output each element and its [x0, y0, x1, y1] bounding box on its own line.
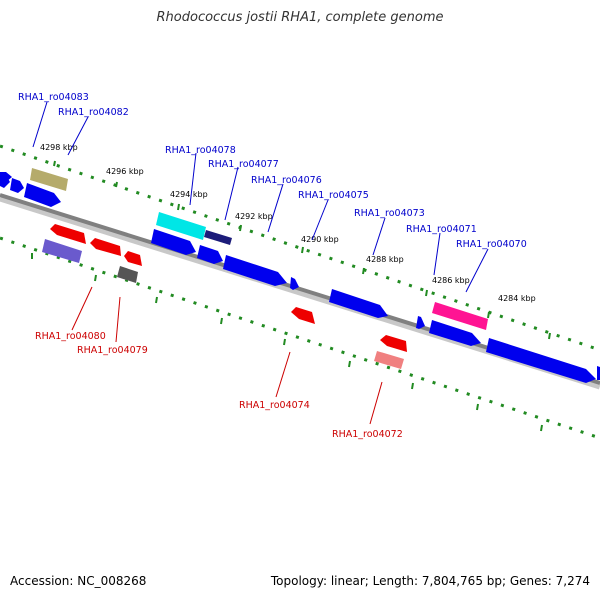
gene-arrow-reverse[interactable]: [124, 251, 142, 266]
gene-block-ro04083[interactable]: [30, 168, 68, 191]
gene-arrow[interactable]: [24, 183, 61, 207]
gene-block-ro04077[interactable]: [204, 230, 232, 245]
forward-gene-labels: RHA1_ro04083 RHA1_ro04082 RHA1_ro04078 R…: [18, 92, 527, 250]
tick-label: 4290 kbp: [301, 235, 339, 244]
gene-arrow-reverse[interactable]: [380, 335, 407, 352]
gene-arrow[interactable]: [416, 316, 425, 329]
gene-label: RHA1_ro04079: [77, 345, 148, 356]
gene-label: RHA1_ro04076: [251, 175, 322, 186]
genome-summary-text: Topology: linear; Length: 7,804,765 bp; …: [270, 574, 590, 588]
gene-arrow[interactable]: [290, 277, 299, 290]
gene-label: RHA1_ro04080: [35, 331, 106, 342]
gene-arrow[interactable]: [10, 178, 24, 193]
map-title: Rhodococcus jostii RHA1, complete genome: [156, 10, 444, 25]
gene-label: RHA1_ro04070: [456, 239, 527, 250]
upper-tick-track: [0, 144, 600, 352]
tick-label: 4294 kbp: [170, 190, 208, 199]
gene-arrow[interactable]: [486, 338, 596, 383]
tick-label: 4288 kbp: [366, 255, 404, 264]
gene-arrow-reverse[interactable]: [90, 238, 121, 256]
gene-arrow[interactable]: [151, 229, 196, 255]
gene-arrow[interactable]: [197, 245, 223, 264]
gene-label: RHA1_ro04071: [406, 224, 477, 235]
gene-label: RHA1_ro04077: [208, 159, 279, 170]
kbp-tick-labels: 4298 kbp 4296 kbp 4294 kbp 4292 kbp 4290…: [40, 143, 536, 303]
gene-label: RHA1_ro04072: [332, 429, 403, 440]
gene-arrow[interactable]: [0, 173, 10, 188]
tick-label: 4296 kbp: [106, 167, 144, 176]
gene-arrow[interactable]: [597, 366, 600, 380]
gene-arrow[interactable]: [429, 320, 481, 346]
gene-label: RHA1_ro04075: [298, 190, 369, 201]
genome-map: 4298 kbp 4296 kbp 4294 kbp 4292 kbp 4290…: [0, 92, 600, 440]
lower-major-ticks: [31, 253, 543, 432]
gene-arrow[interactable]: [329, 289, 388, 318]
gene-arrow-reverse[interactable]: [291, 307, 315, 324]
tick-label: 4292 kbp: [235, 212, 273, 221]
gene-block-ro04078[interactable]: [156, 212, 206, 240]
reverse-leaders: [71, 286, 383, 425]
reverse-gene-labels: RHA1_ro04080 RHA1_ro04079 RHA1_ro04074 R…: [35, 331, 403, 440]
tick-label: 4298 kbp: [40, 143, 78, 152]
gene-label: RHA1_ro04073: [354, 208, 425, 219]
gene-block-ro04072[interactable]: [374, 351, 404, 369]
gene-label: RHA1_ro04074: [239, 400, 310, 411]
forward-leaders: [32, 101, 489, 293]
gene-arrow-reverse[interactable]: [50, 224, 86, 244]
gene-block-ro04080[interactable]: [42, 239, 82, 263]
gene-block-ro04079[interactable]: [117, 266, 138, 283]
gene-block-ro04071[interactable]: [432, 302, 488, 330]
upper-major-ticks: [53, 160, 551, 340]
gene-arrow[interactable]: [223, 255, 287, 286]
tick-label: 4286 kbp: [432, 276, 470, 285]
accession-text: Accession: NC_008268: [10, 574, 147, 588]
gene-label: RHA1_ro04082: [58, 107, 129, 118]
tick-label: 4284 kbp: [498, 294, 536, 303]
gene-label: RHA1_ro04078: [165, 145, 236, 156]
gene-label: RHA1_ro04083: [18, 92, 89, 103]
